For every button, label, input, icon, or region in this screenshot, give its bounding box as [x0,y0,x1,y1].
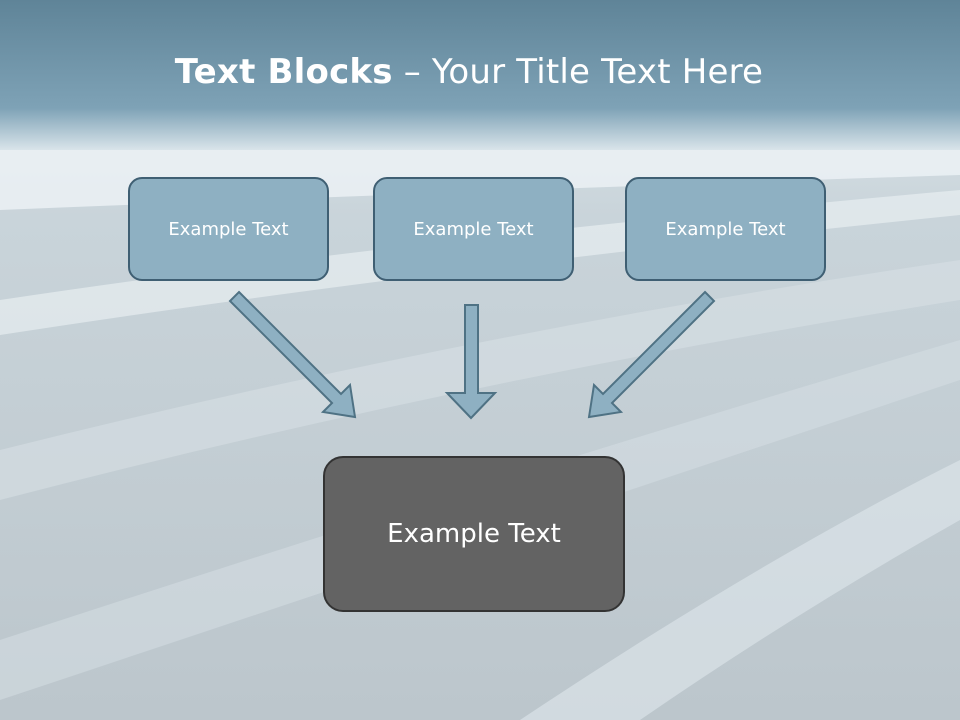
slide-title: Text Blocks – Your Title Text Here [0,52,960,92]
text-block-right[interactable]: Example Text [625,177,826,281]
title-separator: – [392,52,432,92]
text-block-center[interactable]: Example Text [373,177,574,281]
title-bold: Text Blocks [174,52,393,92]
title-rest: Your Title Text Here [431,52,764,92]
text-block-bottom[interactable]: Example Text [323,456,625,612]
arrow-right-diagonal [587,290,716,419]
text-block-left[interactable]: Example Text [128,177,329,281]
arrow-center-down [444,304,498,420]
arrow-left-diagonal [228,290,357,419]
